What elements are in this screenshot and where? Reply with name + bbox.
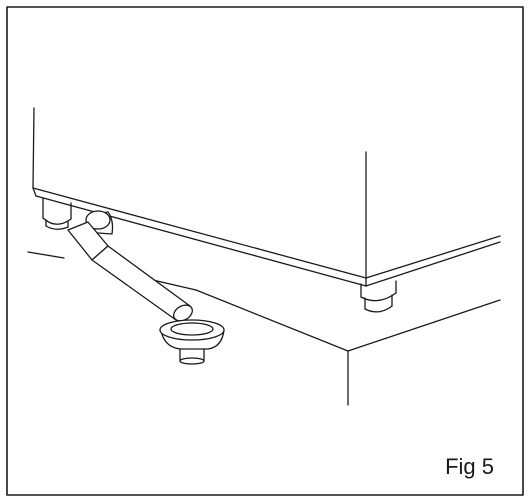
drain-hose xyxy=(67,210,193,322)
floor-drain-funnel xyxy=(159,319,225,365)
right-foot xyxy=(360,280,397,313)
floor-platform xyxy=(27,251,501,406)
figure-border xyxy=(6,6,524,496)
figure-caption: Fig 5 xyxy=(445,454,494,479)
appliance-cabinet xyxy=(32,107,501,287)
left-foot xyxy=(42,197,72,230)
